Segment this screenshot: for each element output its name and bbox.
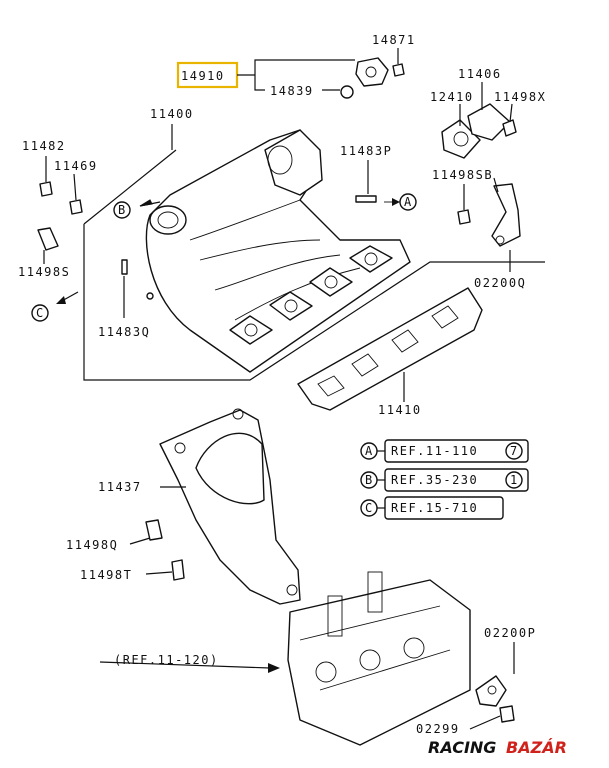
callout-b-letter: B: [118, 203, 127, 217]
label-11437: 11437: [98, 480, 142, 494]
reference-b: B REF.35-230 1: [360, 468, 529, 492]
label-11469: 11469: [54, 159, 98, 173]
bolt-11498SB: [457, 209, 471, 225]
bracket-02200Q: [491, 183, 521, 247]
label-02200P: 02200P: [484, 626, 536, 640]
label-12410: 12410: [430, 90, 474, 104]
bolt-14871: [392, 63, 405, 77]
pin-11483Q: [121, 259, 128, 275]
label-11410: 11410: [378, 403, 422, 417]
sensor-14910: [355, 57, 389, 87]
label-11498SB: 11498SB: [432, 168, 493, 182]
label-02299: 02299: [416, 722, 460, 736]
label-02200Q: 02200Q: [474, 276, 526, 290]
nut-11482: [39, 181, 53, 197]
bracket-02200P: [475, 675, 507, 707]
label-11498Q: 11498Q: [66, 538, 118, 552]
watermark-logo: RACING BAZÁR: [428, 738, 567, 757]
leader-engine: [99, 661, 271, 669]
watermark-part1: RACING: [428, 738, 496, 757]
manifold-box: [83, 149, 545, 381]
cylinder-head: [287, 571, 471, 746]
label-14871: 14871: [372, 33, 416, 47]
label-11498T: 11498T: [80, 568, 132, 582]
watermark-part2: BAZÁR: [506, 738, 567, 757]
callout-b: B: [113, 201, 131, 219]
reference-b-text: REF.35-230: [391, 473, 478, 487]
label-11482: 11482: [22, 139, 66, 153]
plate-11406: [467, 103, 511, 141]
pin-11483P: [355, 195, 377, 203]
intake-manifold: [145, 129, 411, 373]
bolt-11498S: [37, 227, 59, 251]
label-11498S: 11498S: [18, 265, 70, 279]
callout-a: A: [399, 193, 417, 211]
bolt-02299: [499, 705, 515, 723]
leader-14910: [237, 59, 355, 91]
callout-c: C: [31, 304, 49, 322]
label-11483Q: 11483Q: [98, 325, 150, 339]
label-11400: 11400: [150, 107, 194, 121]
label-14910: 14910: [181, 69, 225, 83]
reference-c-marker: C: [365, 501, 374, 515]
reference-a: A REF.11-110 7: [360, 439, 529, 463]
washer-11469: [69, 199, 83, 215]
label-11498X: 11498X: [494, 90, 546, 104]
callout-c-letter: C: [36, 306, 45, 320]
reference-a-text: REF.11-110: [391, 444, 478, 458]
reference-b-page: 1: [510, 473, 519, 487]
reference-b-marker: B: [365, 473, 374, 487]
bolt-11498T: [171, 559, 185, 581]
label-11406: 11406: [458, 67, 502, 81]
reference-a-marker: A: [365, 444, 374, 458]
label-11483P: 11483P: [340, 144, 392, 158]
manifold-gasket: [297, 287, 483, 411]
gasket-12410: [441, 119, 481, 159]
label-engine-ref: (REF.11-120): [114, 653, 219, 667]
bolt-11498Q: [145, 519, 163, 541]
label-14839: 14839: [270, 84, 314, 98]
manifold-stay: [159, 408, 301, 605]
o-ring-14839: [340, 85, 354, 99]
reference-c-text: REF.15-710: [391, 501, 478, 515]
reference-c: C REF.15-710: [360, 496, 504, 520]
callout-a-letter: A: [404, 195, 413, 209]
reference-a-page: 7: [510, 444, 519, 458]
